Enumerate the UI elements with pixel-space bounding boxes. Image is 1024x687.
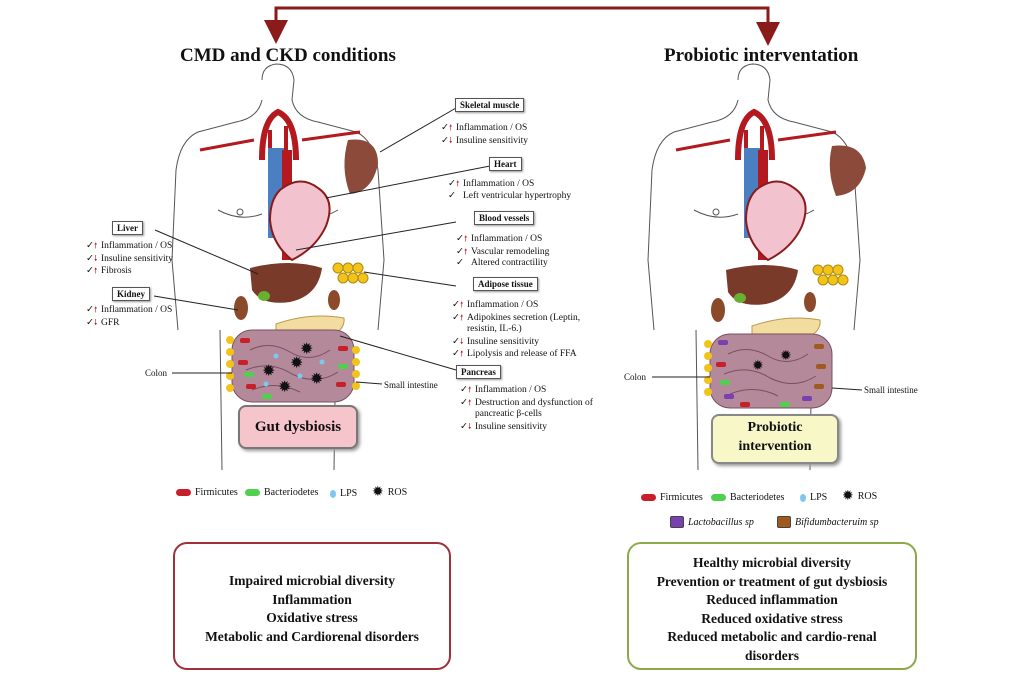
svg-text:✹: ✹ bbox=[752, 359, 764, 374]
adipose-list: ✓🠕Inflammation / OS ✓🠕Adipokines secreti… bbox=[452, 299, 580, 361]
right-title: Probiotic interventation bbox=[664, 45, 859, 66]
legend-bifidobacterium: Bifidumbacteruim sp bbox=[777, 516, 879, 528]
colon-label-right: Colon bbox=[624, 372, 647, 382]
firmicutes-icon bbox=[641, 494, 656, 501]
list-item: pancreatic β-cells bbox=[475, 409, 542, 419]
right-summary-line: Reduced metabolic and cardio-renal bbox=[667, 629, 877, 644]
left-muscle bbox=[344, 139, 378, 194]
legend-lps-right: LPS bbox=[800, 492, 827, 503]
legend-bacteriodetes-left: Bacteriodetes bbox=[245, 487, 318, 498]
left-adipose bbox=[332, 262, 369, 284]
heart-box: Heart bbox=[489, 157, 522, 171]
probiotic-line-1: Probiotic bbox=[747, 420, 803, 435]
blood-vessels-list: ✓🠕Inflammation / OS ✓🠕Vascular remodelin… bbox=[456, 233, 549, 270]
list-item: ✓🠗GFR bbox=[86, 317, 120, 328]
list-item: ✓🠕Inflammation / OS bbox=[86, 305, 173, 315]
small-intestine-label-right: Small intestine bbox=[864, 385, 918, 395]
list-item: ✓🠕Inflammation / OS bbox=[441, 123, 528, 133]
list-item: ✓🠕Vascular remodeling bbox=[456, 246, 550, 257]
right-heart bbox=[744, 180, 807, 262]
left-intestine: ✹✹✹✹✹ bbox=[226, 329, 360, 403]
right-summary-box: Healthy microbial diversity Prevention o… bbox=[627, 542, 917, 670]
right-summary-line: Prevention or treatment of gut dysbiosis bbox=[656, 573, 888, 589]
pancreas-box: Pancreas bbox=[456, 365, 501, 379]
left-summary-line: Impaired microbial diversity bbox=[229, 573, 395, 588]
skeletal-muscle-list: ✓🠕Inflammation / OS ✓🠗Insuline sensitivi… bbox=[441, 122, 528, 147]
list-item: ✓🠕Inflammation / OS bbox=[456, 234, 543, 244]
gut-dysbiosis-box: Gut dysbiosis bbox=[238, 405, 358, 449]
list-item: resistin, IL-6.) bbox=[467, 324, 522, 334]
ros-icon: ✹ bbox=[842, 488, 854, 504]
legend-ros-left: ✹ROS bbox=[372, 484, 408, 500]
small-intestine-label-left: Small intestine bbox=[384, 380, 438, 390]
pancreas-list: ✓🠕Inflammation / OS ✓🠕Destruction and dy… bbox=[460, 384, 593, 433]
list-item: ✓🠕Destruction and dysfunction of bbox=[460, 397, 593, 408]
legend-bacteriodetes-right: Bacteriodetes bbox=[711, 492, 784, 503]
left-heart bbox=[268, 180, 331, 262]
list-item: ✓🠗Insuline sensitivity bbox=[86, 253, 174, 264]
list-item: ✓🠗Insuline sensitivity bbox=[452, 336, 540, 347]
svg-text:✹: ✹ bbox=[780, 349, 792, 364]
list-item: ✓🠗Insuline sensitivity bbox=[460, 421, 548, 432]
left-leader-lines bbox=[153, 107, 491, 385]
liver-list: ✓🠕Inflammation / OS ✓🠗Insuline sensitivi… bbox=[86, 240, 173, 278]
skeletal-muscle-box: Skeletal muscle bbox=[455, 98, 525, 112]
svg-text:✹: ✹ bbox=[290, 355, 303, 372]
left-kidney bbox=[234, 296, 248, 320]
list-item: ✓🠕Fibrosis bbox=[86, 266, 132, 276]
list-item: ✓🠗Insuline sensitivity bbox=[441, 135, 529, 146]
lps-icon bbox=[330, 489, 336, 498]
lactobacillus-icon bbox=[670, 516, 684, 528]
legend-firmicutes-right: Firmicutes bbox=[641, 492, 703, 503]
left-title: CMD and CKD conditions bbox=[180, 45, 396, 66]
right-summary-line: disorders bbox=[745, 647, 799, 663]
svg-text:✹: ✹ bbox=[310, 371, 323, 388]
list-item: ✓🠕Inflammation / OS bbox=[448, 179, 535, 189]
right-intestine: ✹✹ bbox=[704, 333, 833, 409]
legend-ros-right: ✹ROS bbox=[842, 488, 878, 504]
bacteriodetes-icon bbox=[245, 489, 260, 496]
right-leader-lines bbox=[652, 376, 863, 391]
list-item: ✓🠕Inflammation / OS bbox=[452, 300, 539, 310]
lps-icon bbox=[800, 493, 806, 502]
bifidobacterium-icon bbox=[777, 516, 791, 528]
list-item: ✓🠕Inflammation / OS bbox=[460, 385, 547, 395]
kidney-box: Kidney bbox=[112, 287, 151, 301]
list-item: ✓Altered contractility bbox=[456, 258, 548, 268]
colon-label-left: Colon bbox=[145, 368, 168, 378]
probiotic-line-2: intervention bbox=[738, 439, 812, 454]
list-item: ✓🠕Lipolysis and release of FFA bbox=[452, 349, 577, 359]
list-item: ✓Left ventricular hypertrophy bbox=[448, 190, 572, 201]
legend-lps-left: LPS bbox=[330, 488, 357, 499]
liver-box: Liver bbox=[112, 221, 143, 235]
svg-text:✹: ✹ bbox=[262, 363, 275, 380]
kidney-list: ✓🠕Inflammation / OS ✓🠗GFR bbox=[86, 304, 172, 329]
left-summary-line: Inflammation bbox=[272, 591, 352, 607]
left-summary-box: Impaired microbial diversity Inflammatio… bbox=[173, 542, 451, 670]
right-adipose bbox=[812, 264, 849, 286]
heart-list: ✓🠕Inflammation / OS ✓Left ventricular hy… bbox=[448, 178, 571, 202]
connector-arrow bbox=[264, 6, 780, 46]
list-item: ✓🠕Adipokines secretion (Leptin, bbox=[452, 312, 581, 323]
right-summary-line: Reduced inflammation bbox=[706, 592, 838, 607]
right-muscle bbox=[829, 145, 866, 196]
right-summary-line: Healthy microbial diversity bbox=[693, 555, 851, 570]
legend-lactobacillus: Lactobacillus sp bbox=[670, 516, 754, 528]
left-summary-line: Metabolic and Cardiorenal disorders bbox=[205, 628, 419, 644]
probiotic-intervention-box: Probiotic intervention bbox=[711, 414, 839, 464]
right-summary-line: Reduced oxidative stress bbox=[701, 610, 843, 626]
adipose-box: Adipose tissue bbox=[473, 277, 538, 291]
left-summary-line: Oxidative stress bbox=[266, 610, 358, 625]
ros-icon: ✹ bbox=[372, 484, 384, 500]
bacteriodetes-icon bbox=[711, 494, 726, 501]
legend-firmicutes-left: Firmicutes bbox=[176, 487, 238, 498]
svg-text:✹: ✹ bbox=[278, 379, 291, 396]
blood-vessels-box: Blood vessels bbox=[474, 211, 535, 225]
firmicutes-icon bbox=[176, 489, 191, 496]
list-item: ✓🠕Inflammation / OS bbox=[86, 241, 173, 251]
svg-text:✹: ✹ bbox=[300, 341, 313, 358]
